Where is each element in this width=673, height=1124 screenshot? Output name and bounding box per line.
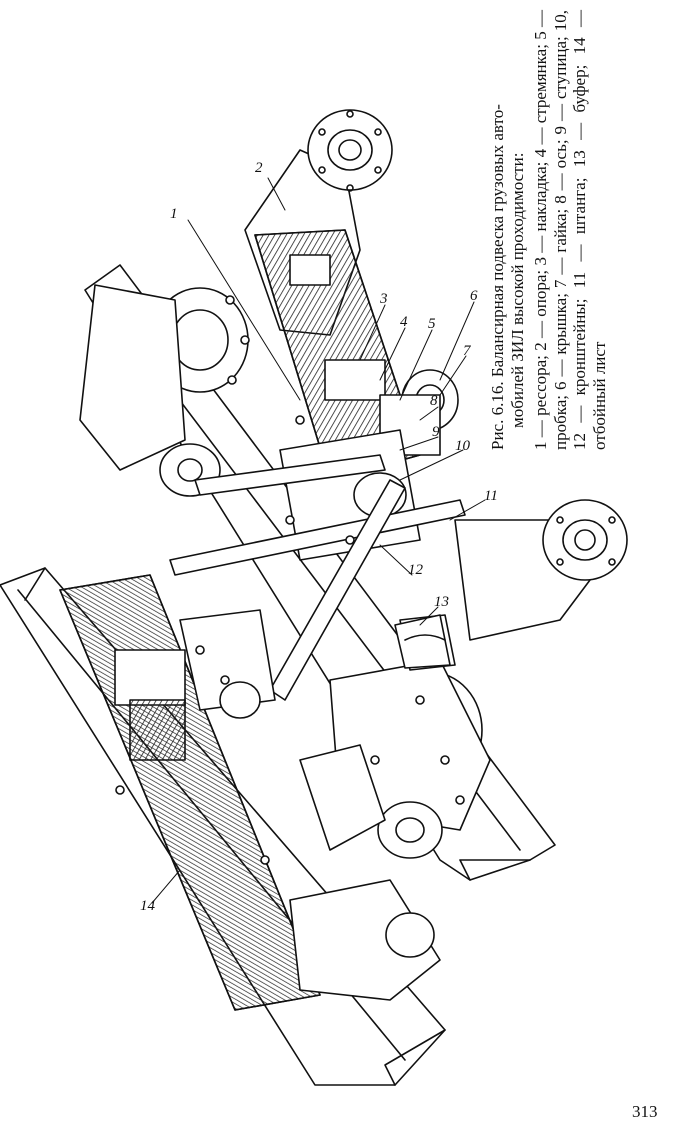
callout-14: 14: [140, 898, 156, 914]
callout-6: 6: [470, 288, 478, 304]
figure-caption: Рис. 6.16. Балансирная подвеска грузовых…: [488, 10, 673, 450]
caption-title-line-1: Рис. 6.16. Балансирная подвеска грузовых…: [488, 104, 507, 450]
callout-7: 7: [463, 343, 472, 359]
callout-5: 5: [428, 316, 436, 332]
callout-3: 3: [379, 291, 388, 307]
callout-11: 11: [484, 488, 498, 504]
rear-leaf-spring: [59, 574, 321, 1011]
lower-brackets: [179, 609, 441, 1001]
reaction-rods: [169, 454, 466, 701]
callout-8: 8: [430, 393, 438, 409]
buffer: [394, 614, 451, 669]
callout-1: 1: [170, 206, 178, 222]
callout-10: 10: [455, 438, 471, 454]
callout-9: 9: [432, 424, 440, 440]
callout-12: 12: [408, 562, 424, 578]
caption-title: Рис. 6.16. Балансирная подвеска грузовых…: [488, 10, 527, 450]
callout-13: 13: [434, 594, 449, 610]
caption-title-line-2: мобилей ЗИЛ высокой проходимости:: [507, 152, 527, 428]
caption-legend: 1 — рессора; 2 — опора; 3 — накладка; 4 …: [531, 10, 609, 450]
leader-lines: [151, 177, 486, 904]
callout-2: 2: [255, 160, 263, 176]
bolts: [115, 295, 465, 865]
callout-labels: 1 2 3 4 5 6 7 8 9 10 11 12 13 14: [140, 160, 498, 914]
rear-axle: [454, 499, 628, 641]
callout-4: 4: [400, 314, 408, 330]
page-number: 313: [632, 1102, 658, 1121]
